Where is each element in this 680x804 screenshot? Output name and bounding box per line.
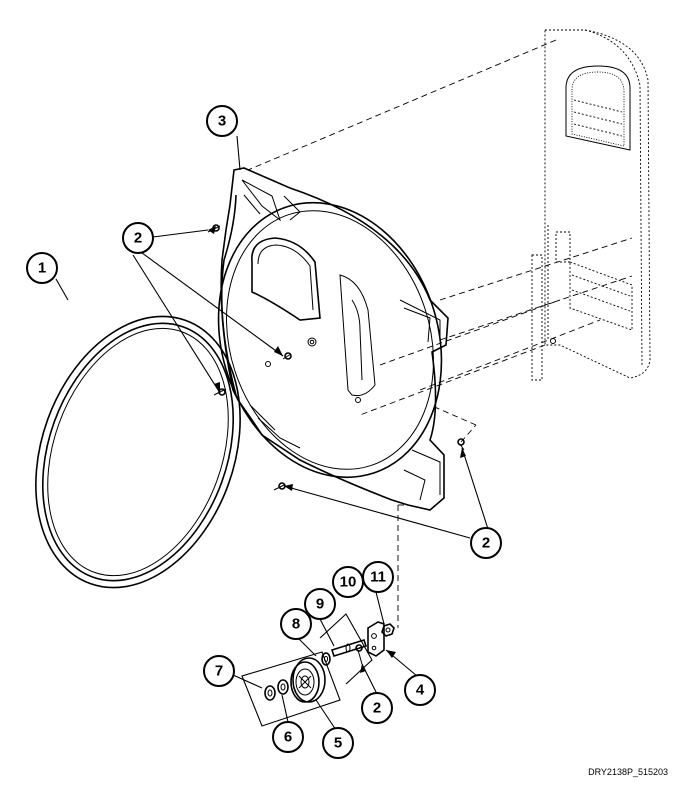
- roller-shaft: [330, 639, 368, 657]
- arrowhead: [386, 650, 396, 658]
- door-seal: [35, 315, 241, 589]
- callout-6: 6: [272, 721, 304, 753]
- callout-4: 4: [404, 674, 436, 706]
- svg-text:11: 11: [370, 569, 386, 586]
- screws: [207, 224, 477, 665]
- screw-panel-center: [282, 352, 292, 360]
- svg-text:3: 3: [218, 113, 226, 130]
- callout-2-roller: 2: [361, 692, 393, 724]
- mounting-bracket: [367, 621, 385, 657]
- callout-3: 3: [206, 105, 238, 137]
- svg-text:2: 2: [373, 700, 381, 717]
- svg-text:8: 8: [292, 616, 300, 633]
- roller-wheel: [290, 657, 326, 703]
- svg-text:2: 2: [134, 230, 142, 247]
- callout-8: 8: [280, 608, 312, 640]
- callout-1: 1: [26, 252, 58, 284]
- dryer-cabinet: [247, 29, 651, 416]
- callout-7: 7: [203, 655, 235, 687]
- panel-ribs: [241, 179, 441, 501]
- svg-text:2: 2: [482, 535, 490, 552]
- retaining-ring: [264, 685, 276, 701]
- arrowhead: [214, 382, 220, 393]
- arrowhead: [208, 226, 216, 234]
- callout-2-lower-right: 2: [470, 527, 502, 559]
- arrowhead: [284, 484, 293, 491]
- callout-5: 5: [322, 727, 354, 759]
- cabinet-vent-grille: [571, 71, 625, 147]
- callout-11: 11: [362, 561, 394, 593]
- roller-assembly: [241, 504, 408, 727]
- screw-right: [457, 438, 465, 451]
- leader-lines: [55, 135, 489, 731]
- svg-text:1: 1: [38, 260, 46, 277]
- callout-9: 9: [304, 588, 336, 620]
- svg-text:5: 5: [334, 735, 342, 752]
- washer-6: [277, 679, 289, 695]
- nut: [381, 623, 395, 637]
- callout-10: 10: [332, 566, 364, 598]
- svg-text:4: 4: [416, 682, 425, 699]
- arrowhead: [274, 346, 283, 356]
- arrowhead: [360, 664, 366, 673]
- arrowhead: [460, 448, 466, 458]
- screw-bottom-left: [273, 482, 286, 491]
- figure-code: DRY2138P_515203: [588, 767, 668, 777]
- svg-text:7: 7: [215, 663, 223, 680]
- svg-text:9: 9: [316, 596, 324, 613]
- svg-text:10: 10: [340, 574, 357, 591]
- svg-text:6: 6: [284, 729, 292, 746]
- front-panel: [217, 167, 449, 511]
- callout-2-upper: 2: [122, 222, 154, 254]
